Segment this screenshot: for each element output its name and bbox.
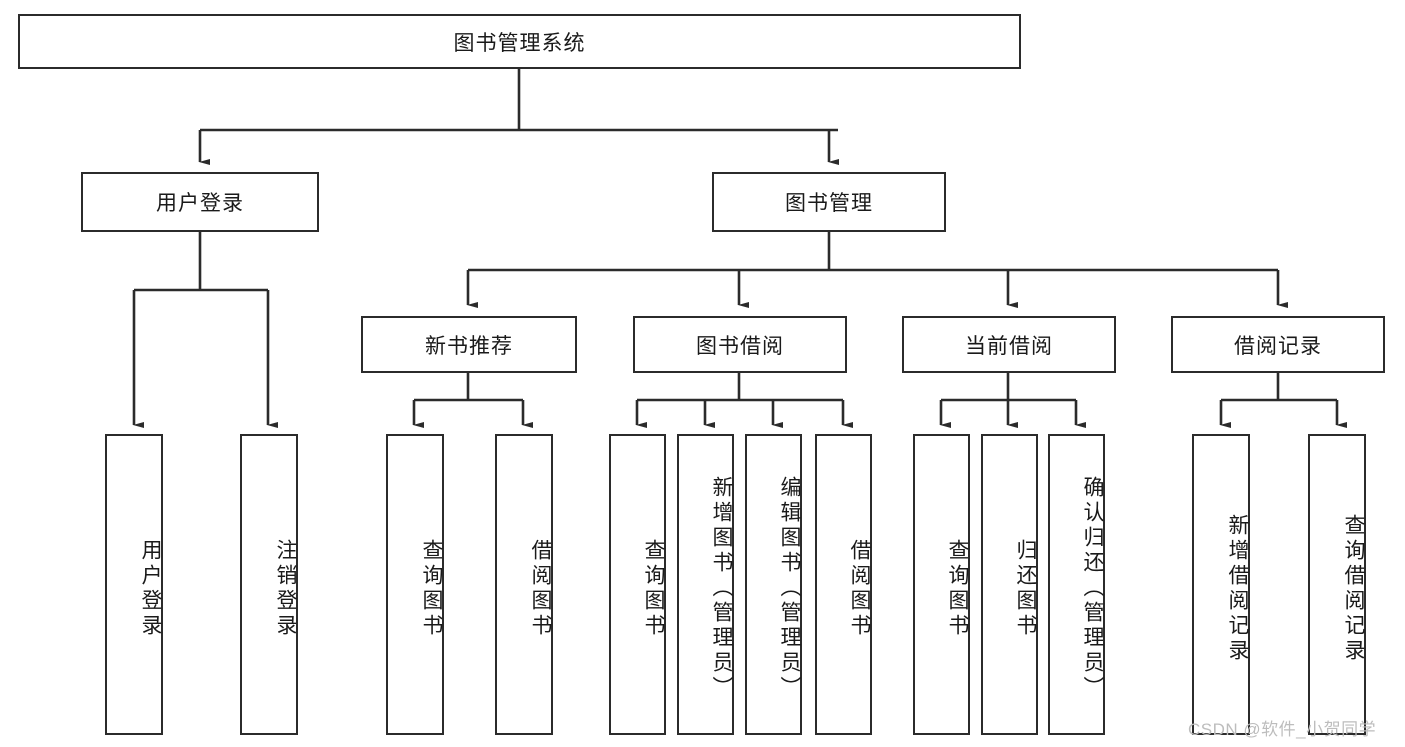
- node-leaf-logout-login-label: 注销登录: [274, 538, 297, 639]
- node-leaf-confirm-return[interactable]: 确认归还（管理员）: [1048, 434, 1105, 735]
- node-leaf-return-book[interactable]: 归还图书: [981, 434, 1038, 735]
- node-new-book-recommend-label: 新书推荐: [425, 334, 513, 358]
- node-leaf-add-book[interactable]: 新增图书（管理员）: [677, 434, 734, 735]
- node-root-label: 图书管理系统: [453, 31, 586, 55]
- node-leaf-query-book-1-label: 查询图书: [420, 538, 443, 639]
- node-leaf-query-book-2[interactable]: 查询图书: [609, 434, 666, 735]
- node-book-borrow[interactable]: 图书借阅: [633, 316, 847, 373]
- node-leaf-return-book-label: 归还图书: [1014, 538, 1037, 639]
- csdn-watermark: CSDN @软件_小贺同学: [1188, 720, 1377, 739]
- node-leaf-query-record[interactable]: 查询借阅记录: [1308, 434, 1366, 735]
- node-new-book-recommend[interactable]: 新书推荐: [361, 316, 577, 373]
- node-leaf-confirm-return-label: 确认归还（管理员）: [1081, 476, 1104, 701]
- node-leaf-user-login[interactable]: 用户登录: [105, 434, 163, 735]
- node-current-borrow-label: 当前借阅: [965, 334, 1053, 358]
- node-borrow-record[interactable]: 借阅记录: [1171, 316, 1385, 373]
- node-leaf-borrow-book-2-label: 借阅图书: [848, 538, 871, 639]
- node-leaf-borrow-book-1-label: 借阅图书: [529, 538, 552, 639]
- node-root[interactable]: 图书管理系统: [18, 14, 1021, 69]
- node-user-login-label: 用户登录: [156, 192, 244, 215]
- node-leaf-add-book-label: 新增图书（管理员）: [710, 476, 733, 701]
- node-book-management[interactable]: 图书管理: [712, 172, 946, 232]
- node-leaf-add-record-label: 新增借阅记录: [1226, 513, 1249, 664]
- node-leaf-user-login-label: 用户登录: [139, 538, 162, 639]
- node-leaf-borrow-book-2[interactable]: 借阅图书: [815, 434, 872, 735]
- node-leaf-add-record[interactable]: 新增借阅记录: [1192, 434, 1250, 735]
- node-leaf-edit-book-label: 编辑图书（管理员）: [778, 476, 801, 701]
- node-current-borrow[interactable]: 当前借阅: [902, 316, 1116, 373]
- node-leaf-edit-book[interactable]: 编辑图书（管理员）: [745, 434, 802, 735]
- node-book-borrow-label: 图书借阅: [696, 334, 784, 358]
- node-leaf-borrow-book-1[interactable]: 借阅图书: [495, 434, 553, 735]
- node-book-management-label: 图书管理: [785, 192, 873, 215]
- node-leaf-query-book-3[interactable]: 查询图书: [913, 434, 970, 735]
- node-borrow-record-label: 借阅记录: [1234, 334, 1322, 358]
- node-leaf-query-book-3-label: 查询图书: [946, 538, 969, 639]
- node-leaf-query-record-label: 查询借阅记录: [1342, 513, 1365, 664]
- node-leaf-query-book-2-label: 查询图书: [642, 538, 665, 639]
- node-leaf-query-book-1[interactable]: 查询图书: [386, 434, 444, 735]
- node-user-login[interactable]: 用户登录: [81, 172, 319, 232]
- node-leaf-logout-login[interactable]: 注销登录: [240, 434, 298, 735]
